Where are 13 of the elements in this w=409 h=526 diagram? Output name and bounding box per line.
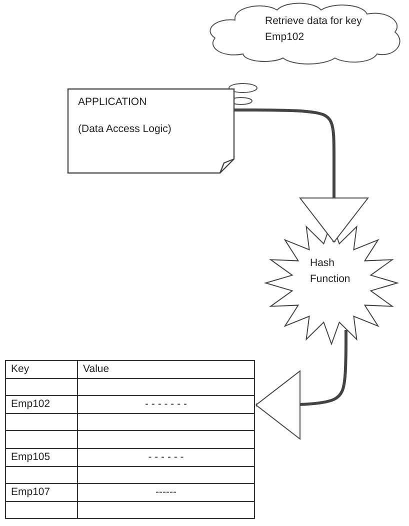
cloud-text: Retrieve data for key Emp102 <box>265 14 363 45</box>
table-cell: Emp105 <box>6 448 78 466</box>
table-cell: Key <box>6 360 78 378</box>
table-cell: Emp102 <box>6 396 78 414</box>
table-cell: Value <box>78 360 254 378</box>
note-text: APPLICATION <box>78 95 148 110</box>
table-cell: ------ <box>78 484 254 502</box>
arrow <box>234 108 368 242</box>
starburst-text: Hash Function <box>310 256 352 287</box>
note-text: (Data Access Logic) <box>78 122 172 137</box>
table-cell: Emp107 <box>6 484 78 502</box>
table-cell: - - - - - - <box>78 448 254 466</box>
table-cell: - - - - - - - <box>78 396 254 414</box>
